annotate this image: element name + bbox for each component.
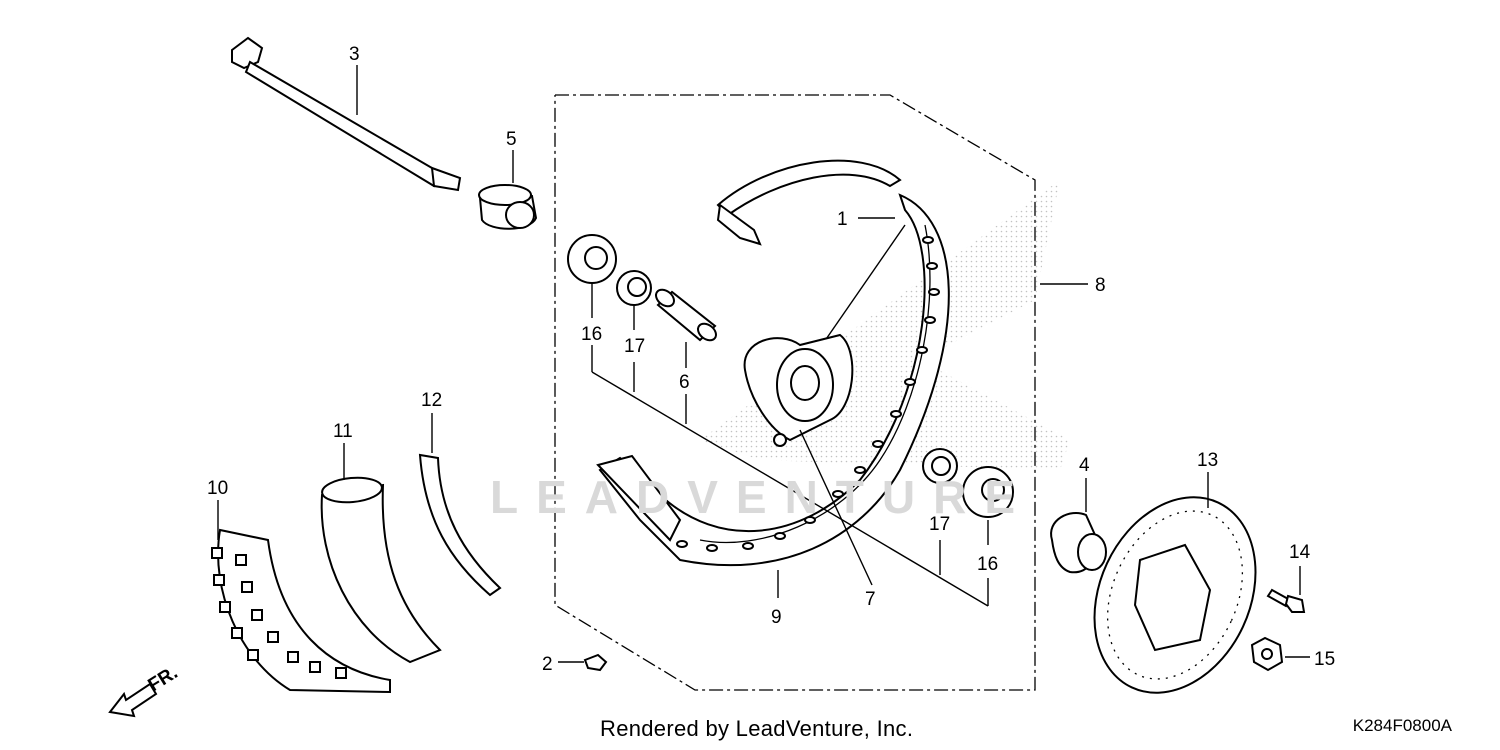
callout-12: 12 <box>421 390 442 411</box>
callout-13: 13 <box>1197 450 1218 471</box>
valve-nut <box>583 653 608 672</box>
callout-17-right: 17 <box>929 514 950 535</box>
diagram-code: K284F0800A <box>1352 716 1452 735</box>
callout-17-left: 17 <box>624 336 645 357</box>
side-collar-right <box>1050 512 1107 574</box>
callout-9: 9 <box>771 607 782 628</box>
callout-14: 14 <box>1289 542 1311 563</box>
rim-band <box>418 453 502 597</box>
callout-16-right: 16 <box>977 554 998 575</box>
callout-7: 7 <box>865 589 876 610</box>
callout-6: 6 <box>679 372 690 393</box>
callout-16-left: 16 <box>581 324 602 345</box>
callout-labels: 3 5 1 8 16 17 6 7 9 17 16 4 13 14 15 2 1… <box>207 44 1335 675</box>
disc-nut <box>1250 636 1284 672</box>
brake-disc <box>1093 496 1257 694</box>
bearing-left <box>616 270 652 306</box>
callout-4: 4 <box>1079 455 1090 476</box>
callout-8: 8 <box>1095 275 1106 296</box>
wheel-hub <box>743 333 854 447</box>
distance-collar <box>655 288 717 342</box>
leader-lines <box>217 65 1310 663</box>
side-collar <box>478 184 538 230</box>
callout-15: 15 <box>1314 649 1335 670</box>
watermark-wing-logo <box>700 180 1070 470</box>
disc-bolt <box>1266 588 1306 613</box>
inner-tube <box>320 476 442 664</box>
callout-2: 2 <box>542 654 553 675</box>
spoke <box>821 224 906 346</box>
assembly-frame <box>554 94 1036 691</box>
footer-credit: Rendered by LeadVenture, Inc. <box>600 716 914 741</box>
callout-10: 10 <box>207 478 228 499</box>
callout-3: 3 <box>349 44 360 65</box>
bearing-right <box>922 448 958 484</box>
callout-11: 11 <box>333 421 353 442</box>
rim-holes <box>676 236 940 552</box>
callout-5: 5 <box>506 129 517 150</box>
tire <box>211 528 391 694</box>
front-axle <box>231 36 462 192</box>
dust-seal-right <box>962 466 1014 518</box>
dust-seal-left <box>567 234 617 284</box>
callout-1: 1 <box>837 209 848 230</box>
wheel-rim <box>596 159 950 567</box>
front-direction-arrow: FR. <box>108 662 182 718</box>
watermark-text: LEADVENTURE <box>490 471 1034 523</box>
